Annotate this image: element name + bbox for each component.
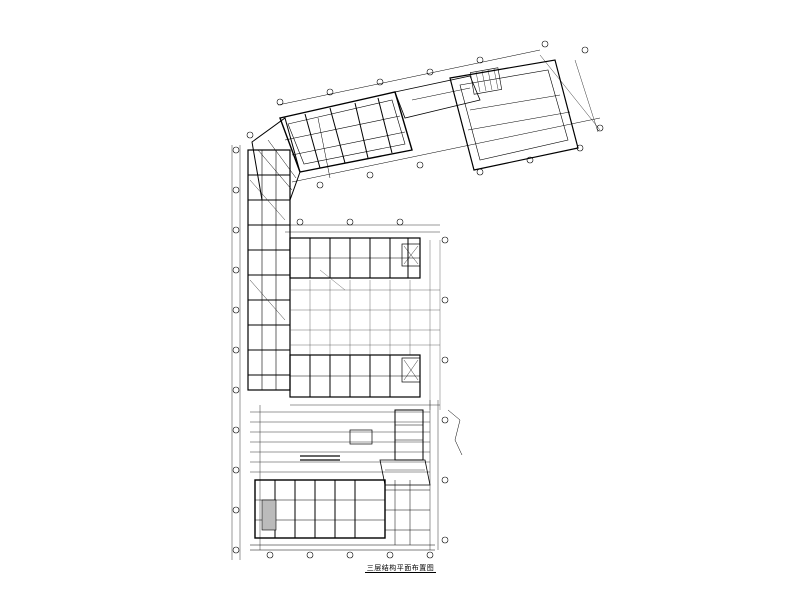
corner-bend xyxy=(251,117,301,201)
north-central-block xyxy=(285,224,440,279)
stair-core xyxy=(349,409,463,486)
drawing-title: 三层结构平面布置图 xyxy=(364,564,437,573)
south-central-block xyxy=(289,354,440,406)
axis-bubbles xyxy=(232,40,604,559)
angled-wing xyxy=(277,49,601,183)
angled-wing-east xyxy=(449,54,601,171)
courtyard xyxy=(290,240,441,410)
lower-grid xyxy=(250,400,439,550)
south-block xyxy=(250,479,435,551)
west-wing xyxy=(231,145,291,560)
drawing-caption: 三层结构平面布置图 xyxy=(0,563,801,573)
